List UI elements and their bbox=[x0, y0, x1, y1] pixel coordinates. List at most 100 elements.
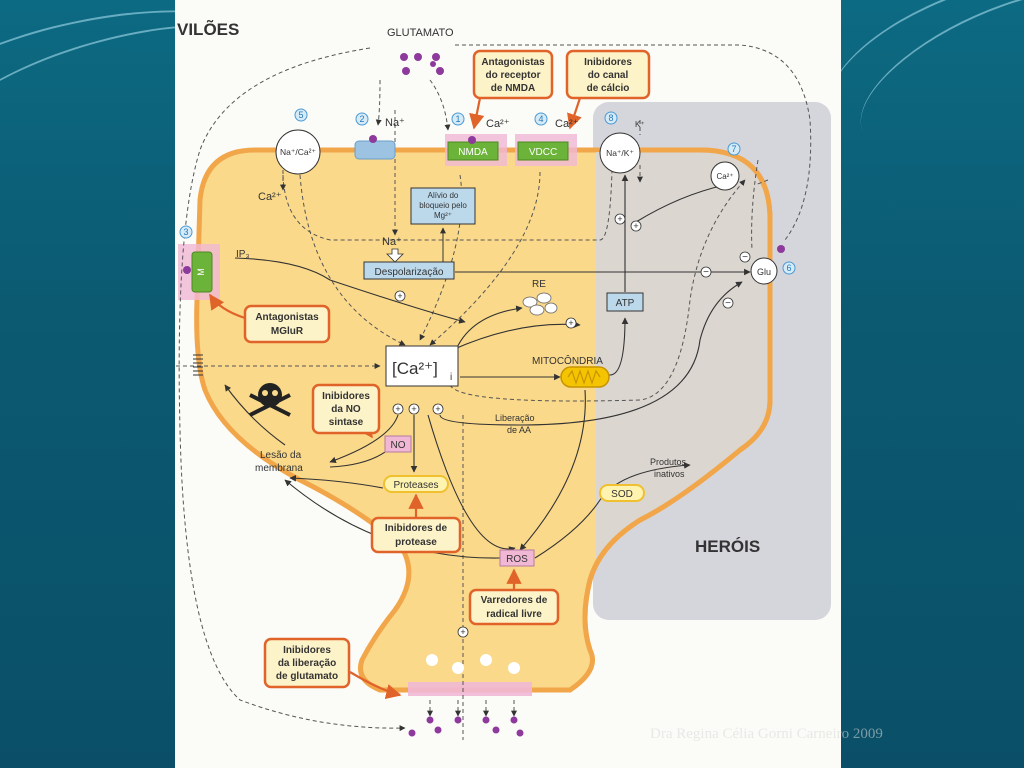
mglur-m-label: M bbox=[196, 268, 206, 276]
svg-text:MGluR: MGluR bbox=[271, 326, 304, 337]
receptor-2-na-label: Na⁺ bbox=[385, 117, 405, 129]
svg-text:+: + bbox=[633, 221, 638, 231]
produtos-line-2: inativos bbox=[654, 469, 685, 479]
svg-text:−: − bbox=[725, 298, 731, 309]
skull-icon bbox=[249, 383, 291, 417]
lesao-line-2: membrana bbox=[255, 463, 303, 474]
na-hollow-arrow bbox=[386, 248, 404, 263]
nmda-ca-label: Ca²⁺ bbox=[486, 118, 510, 130]
alivio-line-3: Mg²⁺ bbox=[434, 211, 452, 220]
svg-text:do receptor: do receptor bbox=[485, 70, 540, 81]
svg-text:4: 4 bbox=[538, 114, 543, 124]
svg-text:Varredores de: Varredores de bbox=[481, 595, 548, 606]
na-ca-exchanger bbox=[275, 129, 321, 175]
despolarizacao-box bbox=[363, 261, 455, 280]
receptor-2 bbox=[354, 140, 396, 160]
minus-signs: − − − bbox=[700, 251, 751, 309]
neuron-calcium-diagram: VILÕES HERÓIS GLUTAMATO bbox=[176, 19, 831, 740]
svg-text:do canal: do canal bbox=[588, 70, 629, 81]
box-antagonistas-mglur: Antagonistas MGluR bbox=[243, 304, 331, 344]
dashed-paths bbox=[176, 44, 812, 740]
no-label: NO bbox=[391, 440, 406, 451]
svg-text:+: + bbox=[460, 627, 465, 637]
mglur-receptor bbox=[191, 251, 213, 293]
box-inibidores-canal: Inibidores do canal de cálcio bbox=[565, 49, 651, 100]
re-organelle bbox=[522, 292, 558, 316]
svg-text:Inibidores: Inibidores bbox=[322, 391, 370, 402]
mitochondria-cristae bbox=[567, 369, 601, 385]
svg-text:−: − bbox=[742, 252, 748, 263]
svg-text:8: 8 bbox=[608, 113, 613, 123]
liberacao-line-1: Liberação bbox=[495, 413, 535, 423]
alivio-box bbox=[410, 187, 476, 225]
solid-arrows bbox=[224, 174, 751, 559]
svg-text:6: 6 bbox=[786, 263, 791, 273]
svg-text:protease: protease bbox=[395, 537, 437, 548]
vdcc-label: VDCC bbox=[529, 147, 557, 158]
svg-text:Inibidores de: Inibidores de bbox=[385, 523, 448, 534]
svg-text:+: + bbox=[411, 404, 416, 414]
plus-signs: + + + + + + + + bbox=[392, 213, 642, 638]
svg-text:Inibidores: Inibidores bbox=[584, 57, 632, 68]
released-glutamate-dots bbox=[408, 716, 524, 737]
svg-text:de cálcio: de cálcio bbox=[587, 83, 630, 94]
despolarizacao-label: Despolarização bbox=[375, 267, 444, 278]
terminal-membrane-zone bbox=[408, 682, 532, 696]
svg-text:7: 7 bbox=[731, 144, 736, 154]
svg-text:+: + bbox=[397, 291, 402, 301]
svg-text:Inibidores: Inibidores bbox=[283, 645, 331, 656]
atp-box bbox=[606, 292, 644, 312]
proteases-label: Proteases bbox=[393, 480, 438, 491]
mitocondria-label: MITOCÔNDRIA bbox=[532, 354, 603, 367]
diagram-page: VILÕES HERÓIS GLUTAMATO bbox=[175, 0, 841, 768]
na-plus-mid: Na⁺ bbox=[382, 236, 402, 248]
proteases-box bbox=[383, 475, 449, 493]
svg-text:Antagonistas: Antagonistas bbox=[255, 312, 319, 323]
alivio-line-1: Alívio do bbox=[428, 191, 459, 200]
glu-dot bbox=[777, 245, 785, 253]
credit-text: Dra Regina Célia Gorni Carneiro 2009 bbox=[650, 726, 883, 742]
svg-text:+: + bbox=[395, 404, 400, 414]
re-label: RE bbox=[532, 279, 546, 290]
atp-label: ATP bbox=[616, 298, 635, 309]
ca-right-node bbox=[710, 161, 740, 191]
svg-text:5: 5 bbox=[298, 110, 303, 120]
glutamate-dots bbox=[400, 53, 444, 75]
svg-text:da NO: da NO bbox=[331, 404, 361, 415]
intracellular-calcium-label: [Ca²⁺] bbox=[392, 359, 438, 378]
synaptic-vesicles bbox=[426, 654, 520, 674]
ros-label: ROS bbox=[506, 554, 528, 565]
ip3-label: IP₃ bbox=[236, 249, 250, 260]
heroes-overlay bbox=[596, 152, 768, 560]
na-k-pump bbox=[599, 132, 641, 174]
produtos-line-1: Produtos bbox=[650, 457, 687, 467]
ros-box bbox=[499, 549, 535, 567]
svg-text:2: 2 bbox=[359, 114, 364, 124]
svg-text:+: + bbox=[617, 214, 622, 224]
svg-text:3: 3 bbox=[183, 227, 188, 237]
svg-text:+: + bbox=[568, 318, 573, 328]
svg-text:da liberação: da liberação bbox=[278, 658, 336, 669]
k-plus-label: K⁺ bbox=[635, 120, 645, 129]
box-inibidores-liberacao: Inibidores da liberação de glutamato bbox=[263, 637, 351, 689]
nmda-label: NMDA bbox=[458, 147, 488, 158]
svg-text:−: − bbox=[703, 267, 709, 278]
svg-text:1: 1 bbox=[455, 114, 460, 124]
receptor-2-ligand bbox=[369, 135, 377, 143]
liberacao-line-2: de AA bbox=[507, 425, 531, 435]
box-varredores: Varredores de radical livre bbox=[468, 588, 560, 626]
ca-left-label: Ca²⁺ bbox=[258, 191, 282, 203]
svg-text:Antagonistas: Antagonistas bbox=[481, 57, 545, 68]
orange-arrow-liberacao bbox=[349, 671, 402, 700]
glu-label: Glu bbox=[757, 267, 771, 277]
heroes-title: HERÓIS bbox=[695, 537, 760, 556]
vdcc-ca-label: Ca²⁺ bbox=[555, 118, 579, 130]
svg-text:sintase: sintase bbox=[329, 417, 364, 428]
vdcc-channel bbox=[517, 141, 569, 161]
sod-label: SOD bbox=[611, 489, 633, 500]
number-badges: 1 2 3 4 5 6 7 8 bbox=[179, 108, 796, 275]
glutamate-label: GLUTAMATO bbox=[387, 27, 454, 39]
na-ca-label: Na⁺/Ca²⁺ bbox=[280, 147, 316, 157]
mglur-ligand bbox=[183, 266, 191, 274]
na-k-label: Na⁺/K⁺ bbox=[606, 148, 634, 158]
